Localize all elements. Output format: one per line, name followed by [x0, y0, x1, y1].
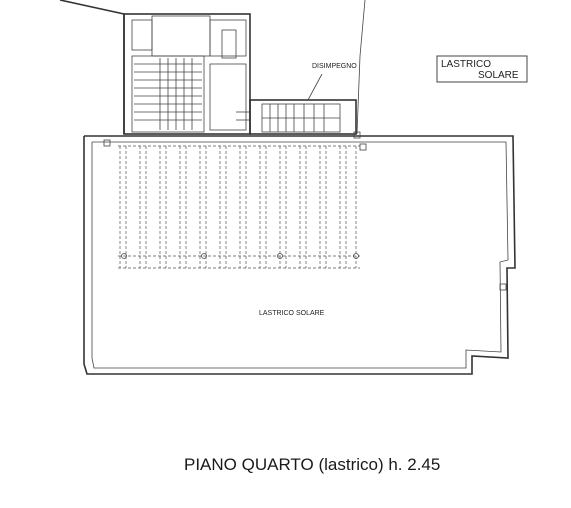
disimpegno-label: DISIMPEGNO: [312, 63, 357, 70]
stair-flight-left: [134, 58, 202, 130]
disimpegno-area: DISIMPEGNO: [249, 63, 357, 135]
plan-caption: PIANO QUARTO (lastrico) h. 2.45: [184, 455, 440, 474]
legend-box: LASTRICO SOLARE: [436, 55, 528, 83]
pergola-grid: [118, 145, 360, 269]
terrace-label: LASTRICO SOLARE: [259, 310, 325, 317]
terrace-outline: [83, 131, 516, 375]
stair-block: [123, 13, 251, 135]
legend-line-2: SOLARE: [478, 70, 519, 81]
legend-line-1: LASTRICO: [441, 59, 491, 70]
